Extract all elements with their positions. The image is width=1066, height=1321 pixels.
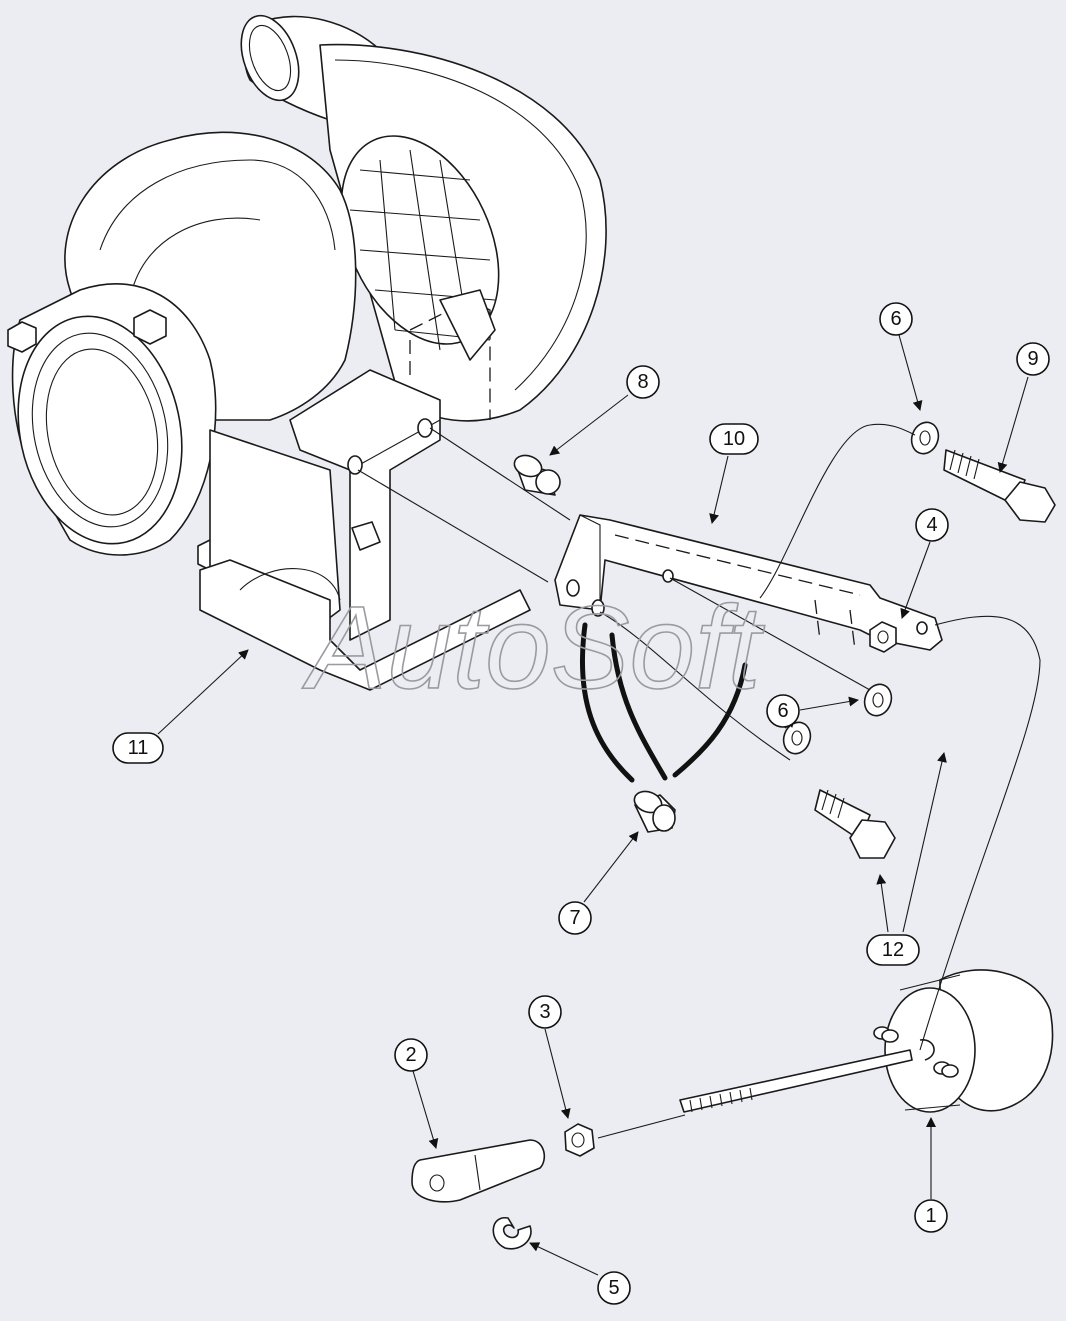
callout-11: 11 [112,732,164,764]
callout-label: 3 [539,1001,550,1023]
callout-5: 5 [597,1271,631,1305]
callout-7: 7 [558,901,592,935]
callout-label: 9 [1027,348,1038,370]
callout-label: 4 [926,514,937,536]
callout-label: 8 [637,371,648,393]
actuator-stud [873,1026,959,1078]
callout-label: 2 [405,1044,416,1066]
callout-8: 8 [626,365,660,399]
bolt-9 [943,449,1056,523]
assembly-lines [357,423,1041,1139]
callout-1: 1 [914,1199,948,1233]
callouts: 1 2 3 4 5 6 6 7 [112,302,1050,1305]
wastegate-bracket [554,514,943,653]
rod-end-2 [411,1139,546,1203]
spacer-7 [633,790,676,833]
callout-label: 10 [723,428,745,450]
spacer-8 [513,454,561,496]
callout-6-top: 6 [879,302,913,336]
callout-label: 11 [128,737,149,759]
callout-9: 9 [1016,342,1050,376]
callout-3: 3 [528,995,562,1029]
washer-6 [782,421,940,755]
wastegate-actuator [679,969,1054,1113]
clip-5 [492,1217,532,1250]
callout-label: 7 [569,907,580,929]
callout-12: 12 [866,934,920,966]
callout-label: 6 [890,308,901,330]
bolt-12 [814,789,896,859]
nut-3 [564,1123,595,1157]
callout-2: 2 [394,1038,428,1072]
callout-4: 4 [915,508,949,542]
callout-label: 12 [882,939,904,961]
callout-10: 10 [709,423,759,455]
callout-label: 5 [608,1277,619,1299]
nut-4 [869,621,897,653]
callout-label: 6 [777,700,788,722]
callout-label: 1 [925,1205,936,1227]
turbocharger-assembly [7,14,607,691]
callout-6-mid: 6 [766,694,800,728]
motion-lines [580,622,748,783]
watermark: AutoSoft [302,582,765,714]
